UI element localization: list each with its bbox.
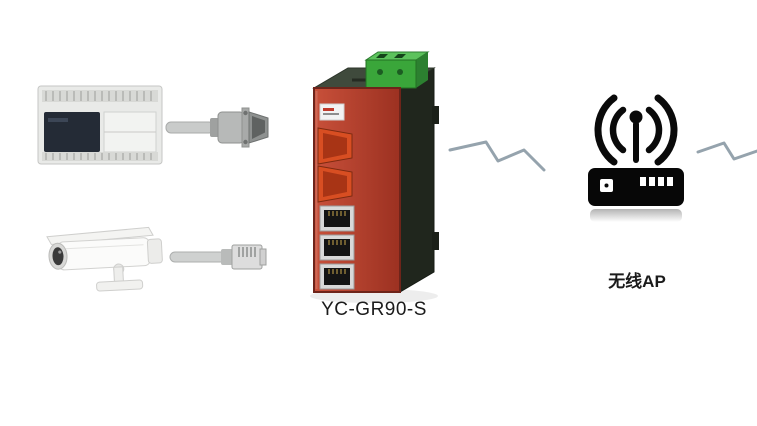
gateway-brand-line: [323, 113, 339, 115]
ap-wave-left-inner: [609, 106, 627, 154]
gateway-din-clip-bottom: [432, 232, 439, 250]
ap-reflection: [590, 209, 682, 222]
wireless-ap-icon: [588, 94, 684, 222]
ap-vent-3: [658, 177, 664, 186]
camera-rear-cap: [146, 238, 163, 264]
rj45-nose: [259, 248, 267, 266]
rj45-pins: [238, 247, 256, 257]
terminal-front-face: [365, 59, 417, 89]
db9-screw-top: [243, 110, 248, 116]
terminal-hole-2: [394, 54, 406, 58]
plc-terminal-strip-bottom: [42, 152, 158, 161]
gateway-label: YC-GR90-S: [321, 299, 427, 320]
eth-port-3-jack: [324, 268, 350, 285]
gateway-serial-port-2: [317, 165, 353, 203]
eth-port-2-pins: [328, 240, 346, 245]
gateway-device-icon: [310, 51, 439, 303]
serial-port-1-face: [323, 133, 347, 159]
ap-vent-2: [649, 177, 655, 186]
ap-button-dot: [604, 183, 609, 188]
ap-antenna-dot: [629, 110, 643, 124]
terminal-side-face: [416, 52, 428, 88]
eth-port-2-jack: [324, 239, 350, 256]
gateway-din-clip-top: [432, 106, 439, 124]
plc-terminal-strip-top: [42, 90, 158, 102]
camera-bracket-base: [96, 279, 144, 292]
rj45-ethernet-cable-icon: [169, 244, 267, 270]
ap-wave-left-outer: [594, 94, 618, 166]
terminal-hole-1: [376, 54, 388, 58]
wireless-link-right-icon: [696, 141, 757, 161]
terminal-screw-2: [397, 69, 403, 75]
gateway-ethernet-port-1: [319, 205, 355, 232]
gateway-ethernet-port-2: [319, 234, 355, 261]
eth-port-3-pins: [328, 269, 346, 274]
cctv-camera-icon: [46, 226, 163, 292]
eth-port-1-jack: [324, 210, 350, 227]
camera-sunshield: [46, 226, 154, 246]
gateway-ethernet-port-3: [319, 263, 355, 290]
ap-vent-4: [667, 177, 673, 186]
gateway-terminal-block: [364, 51, 430, 89]
ap-vent-1: [640, 177, 646, 186]
plc-device-icon: [37, 85, 163, 165]
gateway-brand-mark: [323, 108, 334, 111]
db9-screw-bottom: [243, 139, 248, 145]
eth-port-1-pins: [328, 211, 346, 216]
gateway-side-face: [399, 67, 435, 293]
serial-port-2-face: [323, 171, 347, 197]
ap-wave-right-outer: [654, 94, 678, 166]
ethernet-cable-wire: [169, 251, 227, 263]
rj45-boot: [221, 249, 233, 265]
gateway-brand-label: [319, 103, 345, 121]
terminal-screw-1: [377, 69, 383, 75]
plc-terminal-ticks-bottom: [45, 153, 152, 160]
db9-hood: [217, 111, 245, 144]
plc-terminal-ticks-top: [45, 91, 152, 101]
gateway-serial-port-1: [317, 127, 353, 165]
plc-panel-detail: [48, 118, 68, 122]
ap-antenna-icon: [594, 94, 678, 166]
wireless-link-left-icon: [448, 140, 546, 172]
ap-vents: [640, 177, 673, 186]
camera-lens-glint: [58, 250, 62, 254]
ap-wave-right-inner: [645, 106, 663, 154]
wireless-ap-label: 无线AP: [608, 272, 666, 291]
db9-serial-cable-icon: [165, 107, 269, 148]
camera-body-groove: [65, 244, 144, 250]
db9-face: [252, 116, 265, 139]
serial-cable-wire: [165, 121, 215, 134]
camera-body: [57, 237, 151, 271]
